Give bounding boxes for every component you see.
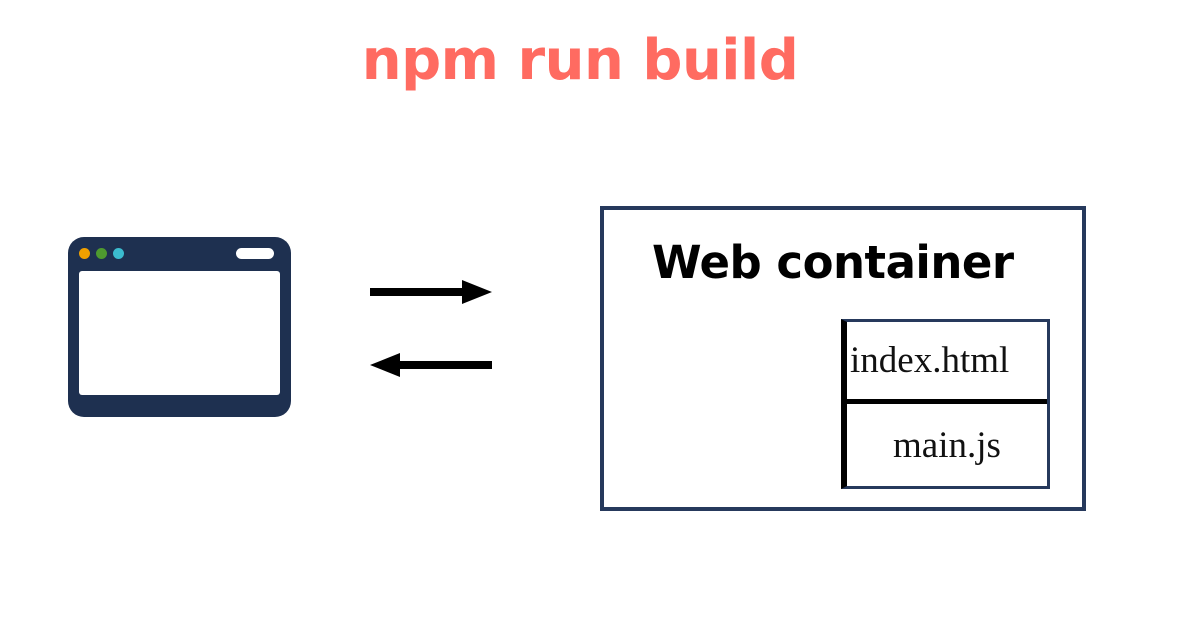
- traffic-light-orange-dot-icon: [79, 248, 90, 259]
- file-row-main-js: main.js: [893, 424, 1001, 466]
- page-title: npm run build: [361, 28, 799, 93]
- file-row-index-html: index.html: [847, 322, 1047, 404]
- arrow-from-container-icon: [370, 352, 492, 378]
- file-list-box: index.html main.js: [841, 319, 1050, 489]
- traffic-light-green-dot-icon: [96, 248, 107, 259]
- browser-titlebar: [68, 237, 291, 270]
- menu-pill-icon: [236, 248, 274, 259]
- traffic-light-cyan-dot-icon: [113, 248, 124, 259]
- web-container-box: Web container index.html main.js: [600, 206, 1086, 511]
- arrow-to-container-icon: [370, 279, 492, 305]
- browser-window-icon: [68, 237, 291, 417]
- web-container-title: Web container: [652, 236, 1014, 289]
- browser-viewport: [79, 271, 280, 395]
